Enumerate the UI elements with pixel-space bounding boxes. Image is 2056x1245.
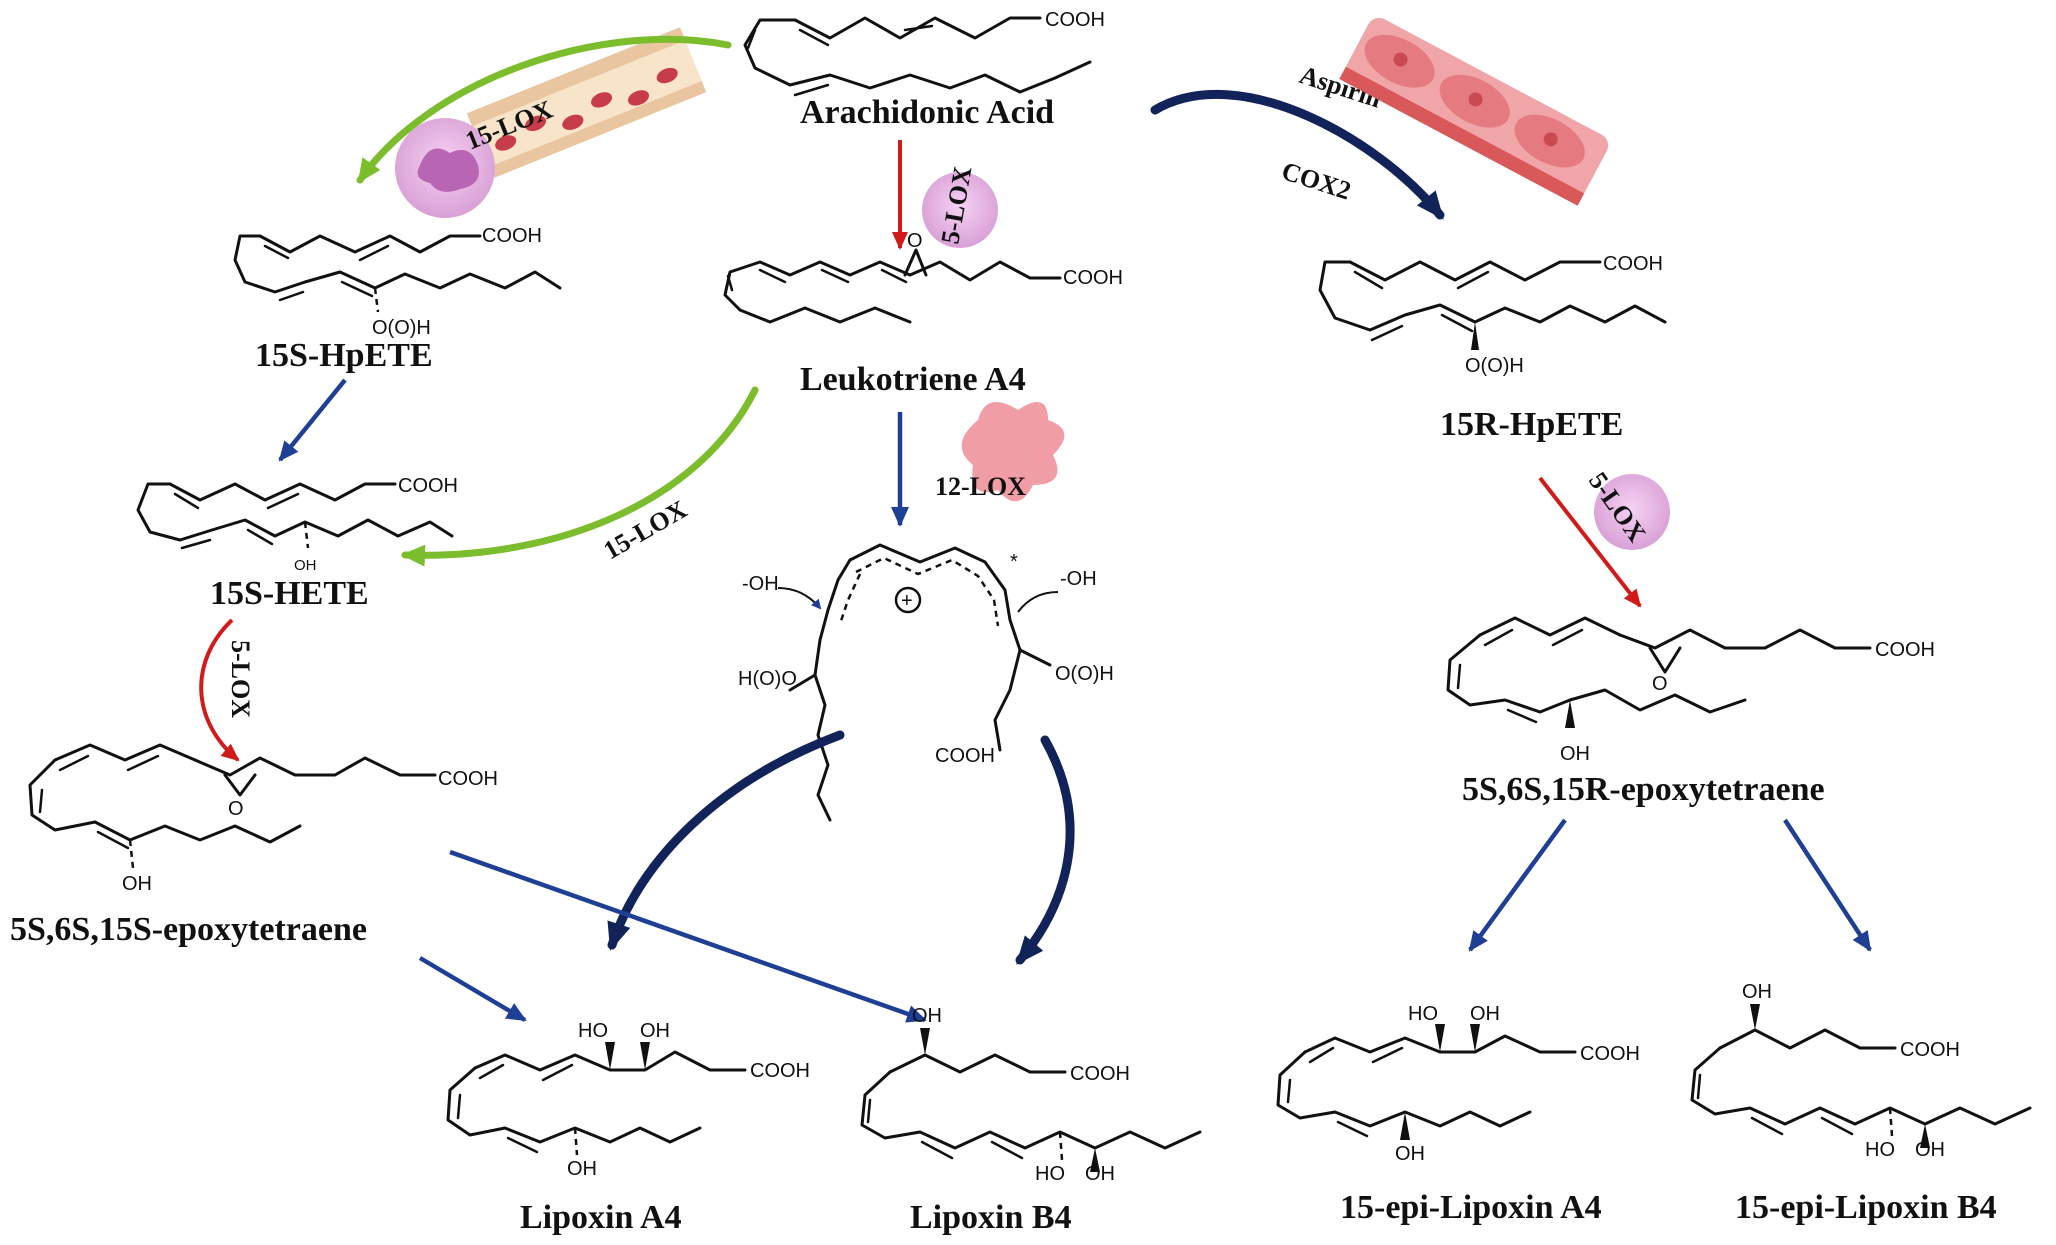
- epoxy15r-cooh: COOH: [1875, 639, 1935, 661]
- lipoxin-b4-name: Lipoxin B4: [910, 1199, 1072, 1236]
- lxa4-oh1: HO: [578, 1020, 608, 1042]
- 12-lox-label: 12-LOX: [935, 472, 1026, 501]
- lta4-epoxide-o: O: [907, 230, 923, 252]
- epi-lxb4-oh3: OH: [1915, 1139, 1945, 1161]
- epoxy15s-oh: OH: [122, 873, 152, 895]
- arrow-aa-to-15s-hpete: [356, 35, 732, 184]
- arrow-lta4-to-15s-hete: [401, 386, 759, 567]
- 15r-hpete-ooh: O(O)H: [1465, 355, 1524, 377]
- epi-lxa4-oh2: OH: [1470, 1003, 1500, 1025]
- arrow-intermediate-to-lxb4: [1015, 735, 1075, 965]
- arrow-15s-hete-to-epoxy: [199, 618, 240, 762]
- 15s-hete-cooh: COOH: [398, 475, 458, 497]
- 15s-hete-structure: COOH OH: [136, 475, 458, 574]
- epoxytetraene-15r-structure: 5-LOX O COOH OH: [1446, 467, 1935, 765]
- epoxy15r-oh: OH: [1560, 743, 1590, 765]
- 15-epi-lipoxin-b4-structure: OH COOH HO OH: [1690, 981, 2032, 1161]
- 15r-hpete-structure: COOH O(O)H: [1318, 253, 1667, 377]
- intermediate-cooh: COOH: [935, 745, 995, 767]
- 15s-hete-name: 15S-HETE: [210, 575, 369, 612]
- intermediate-oh-left: -OH: [742, 573, 779, 595]
- lipoxin-a4-structure: HO OH COOH OH: [446, 1020, 810, 1180]
- arrow-epoxy15s-to-lxa4: [418, 956, 527, 1022]
- arrow-epoxy15r-to-epi-lxb4: [1783, 818, 1872, 952]
- epoxytetraene-15s-name: 5S,6S,15S-epoxytetraene: [10, 911, 367, 948]
- arrow-15s-hpete-to-15s-hete: [278, 378, 347, 462]
- lipoxin-a4-name: Lipoxin A4: [520, 1199, 682, 1236]
- lxb4-oh3: OH: [1085, 1163, 1115, 1185]
- 15-epi-lipoxin-a4-structure: HO OH COOH OH: [1276, 1003, 1640, 1165]
- lta4-cooh: COOH: [1063, 267, 1123, 289]
- epi-lxb4-oh2: HO: [1865, 1139, 1895, 1161]
- intermediate-ooh-right: O(O)H: [1055, 663, 1114, 685]
- epoxy15r-o: O: [1652, 673, 1668, 695]
- arrow-aa-to-15r-hpete: [1150, 89, 1445, 220]
- neutrophil-5lox-icon: [922, 172, 998, 248]
- 15r-hpete-cooh: COOH: [1603, 253, 1663, 275]
- 15s-hpete-cooh: COOH: [482, 225, 542, 247]
- leukotriene-a4-name: Leukotriene A4: [800, 361, 1026, 398]
- epoxy15s-cooh: COOH: [438, 768, 498, 790]
- 15s-hpete-ooh: O(O)H: [372, 317, 431, 339]
- 15s-hete-oh: OH: [294, 557, 317, 574]
- arachidonic-acid-name: Arachidonic Acid: [800, 94, 1054, 131]
- epi-lxa4-cooh: COOH: [1580, 1043, 1640, 1065]
- endothelium-icon: [1339, 17, 1609, 206]
- epi-lxa4-oh1: HO: [1408, 1003, 1438, 1025]
- lxa4-cooh: COOH: [750, 1060, 810, 1082]
- blood-vessel-icon: [466, 27, 707, 179]
- lxb4-oh1: OH: [912, 1005, 942, 1027]
- arrow-epoxy15r-to-epi-lxa4: [1468, 818, 1567, 952]
- 15r-hpete-name: 15R-HpETE: [1440, 406, 1623, 443]
- aa-cooh-label: COOH: [1045, 9, 1105, 31]
- 15-epi-lipoxin-a4-name: 15-epi-Lipoxin A4: [1340, 1189, 1602, 1226]
- lxa4-oh2: OH: [640, 1020, 670, 1042]
- arrow-intermediate-to-lxa4: [607, 730, 845, 951]
- epoxytetraene-15s-structure: O COOH OH: [28, 743, 498, 895]
- lxb4-oh2: HO: [1035, 1163, 1065, 1185]
- neutrophil-icon: [395, 118, 495, 218]
- epoxytetraene-15r-name: 5S,6S,15R-epoxytetraene: [1462, 771, 1825, 808]
- epi-lxa4-oh3: OH: [1395, 1143, 1425, 1165]
- epoxy15s-o: O: [228, 798, 244, 820]
- cation-intermediate-structure: + -OH -OH * H(O)O O(O)H COOH: [738, 543, 1114, 822]
- 15-epi-lipoxin-b4-name: 15-epi-Lipoxin B4: [1735, 1189, 1997, 1226]
- cox2-label: COX2: [1278, 156, 1354, 205]
- epi-lxb4-oh1: OH: [1742, 981, 1772, 1003]
- intermediate-oh-right: -OH: [1060, 568, 1097, 590]
- arrow-epoxy15s-to-lxb4: [449, 849, 927, 1023]
- arachidonic-acid-structure: COOH: [743, 9, 1105, 97]
- arrow-15r-hpete-to-epoxy15r: [1538, 476, 1642, 608]
- lxb4-cooh: COOH: [1070, 1063, 1130, 1085]
- epi-lxb4-cooh: COOH: [1900, 1039, 1960, 1061]
- intermediate-hooo-left: H(O)O: [738, 668, 797, 690]
- lipoxin-b4-structure: OH COOH HO OH: [860, 1005, 1202, 1185]
- intermediate-star: *: [1010, 551, 1018, 573]
- leukotriene-a4-structure: O COOH: [723, 230, 1123, 324]
- 5-lox-left-label: 5-LOX: [226, 640, 255, 718]
- lxa4-oh3: OH: [567, 1158, 597, 1180]
- 15s-hpete-name: 15S-HpETE: [255, 337, 433, 374]
- platelet-12lox-icon: [961, 402, 1065, 502]
- intermediate-plus: +: [901, 590, 913, 612]
- 15s-hpete-structure: COOH O(O)H: [233, 225, 562, 339]
